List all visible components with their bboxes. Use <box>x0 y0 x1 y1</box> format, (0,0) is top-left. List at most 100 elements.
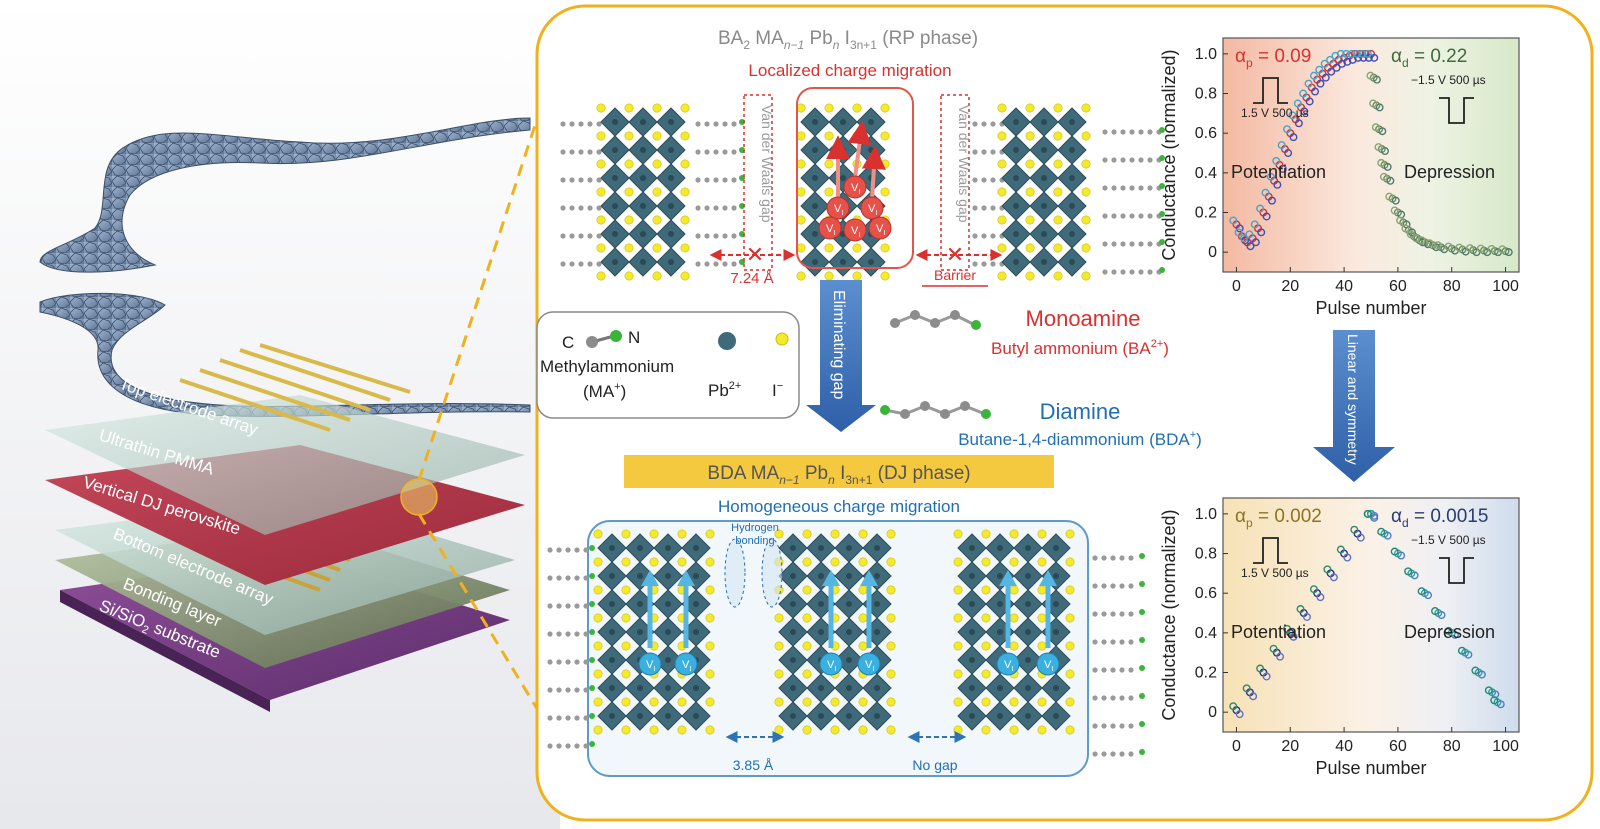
potentiation-point <box>1370 53 1379 62</box>
spacer-carbon <box>547 687 553 693</box>
spacer-carbon <box>1147 185 1153 191</box>
depression-point <box>1379 172 1388 181</box>
zoom-spot <box>400 478 438 516</box>
spacer-carbon <box>1138 157 1144 163</box>
lead-atom <box>997 601 1003 607</box>
iodide-atom <box>705 529 715 539</box>
depression-point <box>1363 509 1372 518</box>
spacer-carbon <box>1129 129 1135 135</box>
spacer-nitrogen <box>1139 581 1145 587</box>
spacer-nitrogen <box>589 573 595 579</box>
iodide-atom <box>677 697 687 707</box>
depression-point <box>1487 244 1496 253</box>
spacer-carbon <box>1128 611 1134 617</box>
spacer-carbon <box>547 743 553 749</box>
lead-atom <box>997 629 1003 635</box>
iodide-atom <box>705 585 715 595</box>
spacer-carbon <box>704 205 710 211</box>
lead-atom <box>609 657 615 663</box>
iodide-atom <box>1053 243 1063 253</box>
iodide-atom <box>593 725 603 735</box>
lead-atom <box>818 629 824 635</box>
depression-point <box>1496 700 1505 709</box>
lead-atom <box>812 203 818 209</box>
vacancy-label: VI <box>834 203 843 217</box>
y-axis-label: Conductance (normalized) <box>1159 509 1179 720</box>
iodide-atom <box>858 641 868 651</box>
iodide-atom <box>1053 271 1063 281</box>
depression-point <box>1417 236 1426 245</box>
monoamine-name: Butyl ammonium (BA2+) <box>991 338 1169 358</box>
x-tick-label: 0 <box>1232 738 1241 755</box>
spacer-carbon <box>990 149 996 155</box>
iodide-atom <box>1081 103 1091 113</box>
spacer-carbon <box>722 261 728 267</box>
spacer-carbon <box>578 177 584 183</box>
lead-atom <box>1013 175 1019 181</box>
spacer-carbon <box>704 233 710 239</box>
lead-atom <box>790 545 796 551</box>
potentiation-point <box>1289 632 1298 641</box>
potentiation-point <box>1343 553 1352 562</box>
iodide-atom <box>774 669 784 679</box>
spacer-carbon <box>565 575 571 581</box>
iodide-atom <box>593 529 603 539</box>
legend-pb-atom <box>718 332 736 350</box>
y-tick-label: 0 <box>1208 704 1217 721</box>
iodide-atom <box>830 725 840 735</box>
iodide-atom <box>1065 585 1075 595</box>
iodide-atom <box>624 103 634 113</box>
iodide-atom <box>953 697 963 707</box>
iodide-atom <box>1065 613 1075 623</box>
iodide-atom <box>621 557 631 567</box>
depression-point <box>1390 547 1399 556</box>
depression-point <box>1450 630 1459 639</box>
lead-atom <box>874 545 880 551</box>
iodide-atom <box>953 529 963 539</box>
lead-atom <box>818 685 824 691</box>
x-tick-label: 40 <box>1335 738 1353 755</box>
depression-point <box>1385 192 1394 201</box>
potentiation-point <box>1249 692 1258 701</box>
lead-atom <box>997 573 1003 579</box>
iodide-atom <box>705 613 715 623</box>
spacer-carbon <box>1119 583 1125 589</box>
iodide-atom <box>621 669 631 679</box>
spacer-carbon <box>1101 667 1107 673</box>
lead-atom <box>812 259 818 265</box>
iodide-atom <box>621 529 631 539</box>
depression-point <box>1404 567 1413 576</box>
iodide-atom <box>824 131 834 141</box>
potentiation-point <box>1278 164 1287 173</box>
spacer-carbon <box>556 575 562 581</box>
iodide-atom <box>981 641 991 651</box>
vacancy <box>857 652 881 676</box>
iodide-atom <box>1037 529 1047 539</box>
lead-atom <box>640 119 646 125</box>
iodide-atom <box>680 215 690 225</box>
phase-depression: Depression <box>1404 162 1495 182</box>
lead-atom <box>1041 175 1047 181</box>
iodide-atom <box>774 697 784 707</box>
spacer-carbon <box>1128 583 1134 589</box>
spacer-carbon <box>574 631 580 637</box>
potentiation-point <box>1329 573 1338 582</box>
spacer-carbon <box>981 205 987 211</box>
spacer-carbon <box>1092 583 1098 589</box>
dj-subtitle: Homogeneous charge migration <box>718 497 960 516</box>
x-axis-label: Pulse number <box>1315 758 1426 778</box>
potentiation-point <box>1262 672 1271 681</box>
lead-atom <box>612 119 618 125</box>
iodide-atom <box>652 215 662 225</box>
iodide-atom <box>1053 159 1063 169</box>
y-axis-label: Conductance (normalized) <box>1159 49 1179 260</box>
spacer-nitrogen <box>589 629 595 635</box>
iodide-atom <box>981 725 991 735</box>
lead-atom <box>637 545 643 551</box>
lead-atom <box>637 629 643 635</box>
iodide-atom <box>880 187 890 197</box>
lead-atom <box>969 629 975 635</box>
iodide-atom <box>880 271 890 281</box>
iodide-atom <box>981 529 991 539</box>
spacer-carbon <box>583 659 589 665</box>
